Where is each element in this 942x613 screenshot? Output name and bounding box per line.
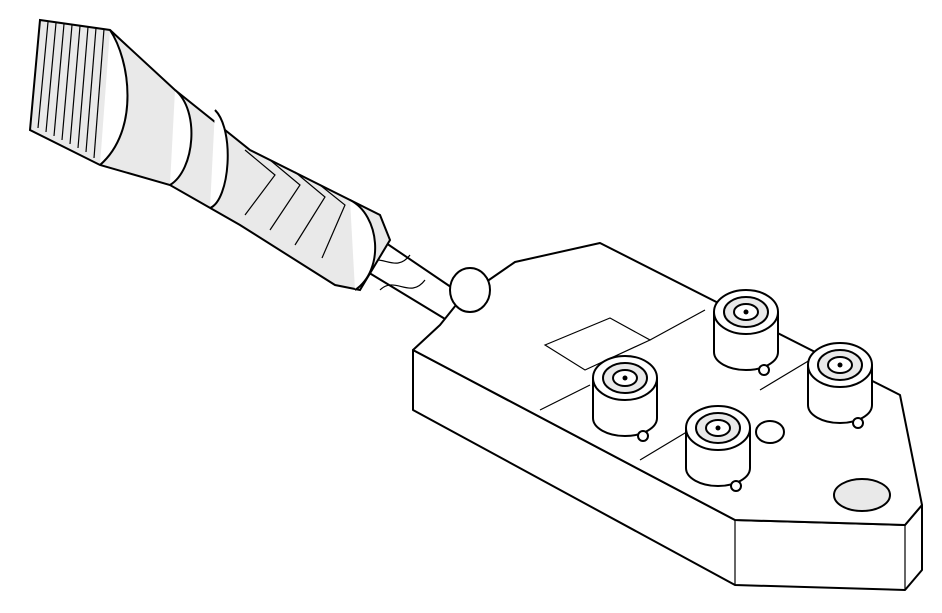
m12-female-port [713, 289, 779, 376]
mounting-hole [833, 478, 891, 512]
m12-female-port [685, 405, 751, 492]
distribution-box [412, 242, 923, 591]
strain-relief-ribs [244, 149, 346, 259]
m12-plug-connector [28, 18, 392, 292]
m12-female-port [807, 342, 873, 429]
m12-female-port [592, 355, 658, 442]
center-hole [755, 420, 785, 444]
thread-lines [37, 21, 105, 159]
